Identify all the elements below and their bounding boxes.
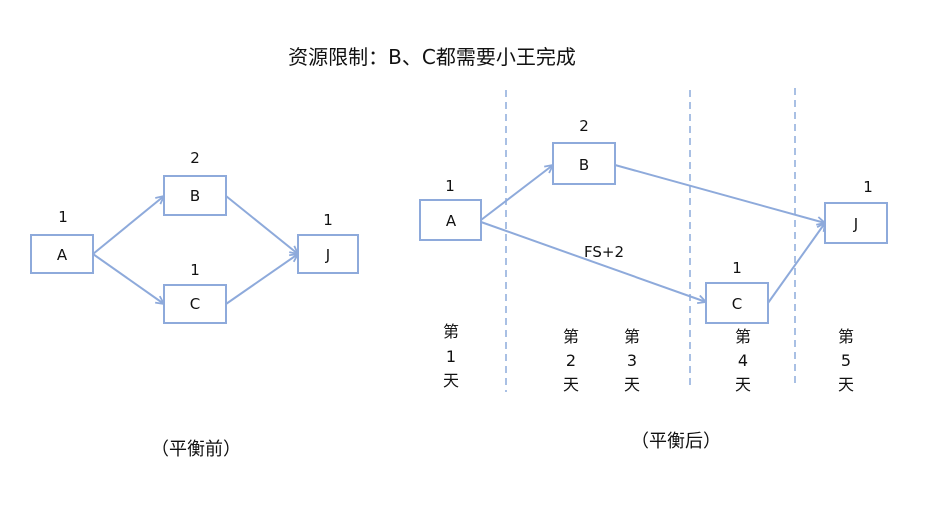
node-c: [705, 282, 769, 324]
edge-a-c: [92, 253, 164, 304]
node-b-duration: 2: [190, 149, 200, 167]
day-label-3: 第 3 天: [624, 327, 640, 394]
node-j-label: J: [325, 246, 330, 264]
node-a-duration: 1: [445, 177, 455, 195]
day-prefix: 第: [443, 322, 459, 341]
node-a-label: A: [57, 246, 68, 264]
edge-a-b: [92, 196, 164, 255]
day-number: 5: [841, 351, 851, 370]
node-c-label: C: [190, 295, 200, 313]
day-label-1: 第 1 天: [443, 322, 459, 390]
day-prefix: 第: [838, 327, 854, 346]
node-a: [419, 199, 482, 241]
after-caption: （平衡后）: [631, 431, 721, 452]
day-number: 2: [566, 351, 576, 370]
edge-c-j: [225, 254, 298, 305]
node-j-label: J: [853, 215, 858, 233]
node-b: [163, 175, 227, 216]
lag-label: FS+2: [584, 243, 624, 261]
before-caption: （平衡前）: [151, 439, 241, 460]
day-suffix: 天: [563, 375, 579, 394]
edge-c-j: [767, 223, 825, 304]
day-number: 1: [446, 347, 456, 366]
node-a-label: A: [446, 212, 457, 230]
diagram-title: 资源限制：B、C都需要小王完成: [288, 45, 576, 69]
day-suffix: 天: [624, 375, 640, 394]
edge-b-j: [614, 164, 825, 223]
node-b: [552, 142, 616, 185]
node-j: [297, 234, 359, 274]
node-c-duration: 1: [190, 261, 200, 279]
node-b-label: B: [190, 187, 200, 205]
day-label-4: 第 4 天: [735, 327, 751, 394]
day-prefix: 第: [563, 327, 579, 346]
day-suffix: 天: [735, 375, 751, 394]
node-j: [824, 202, 888, 244]
edge-a-b: [480, 165, 553, 221]
day-suffix: 天: [838, 375, 854, 394]
node-j-duration: 1: [863, 178, 873, 196]
node-b-duration: 2: [579, 117, 589, 135]
day-label-2: 第 2 天: [563, 327, 579, 394]
day-prefix: 第: [735, 327, 751, 346]
day-suffix: 天: [443, 371, 459, 390]
node-j-duration: 1: [323, 211, 333, 229]
node-b-label: B: [579, 156, 589, 174]
node-c: [163, 284, 227, 324]
edge-b-j: [225, 195, 298, 254]
day-number: 4: [738, 351, 748, 370]
node-c-duration: 1: [732, 259, 742, 277]
before-diagram: A 1 B 2 C 1 J 1 （平衡前）: [30, 149, 359, 460]
node-c-label: C: [732, 295, 742, 313]
node-a: [30, 234, 94, 274]
day-number: 3: [627, 351, 637, 370]
after-diagram: FS+2 A 1 B 2 C 1 J 1 第 1 天 第 2 天 第 3 天 第…: [419, 88, 888, 452]
day-prefix: 第: [624, 327, 640, 346]
node-a-duration: 1: [58, 208, 68, 226]
edge-a-c: [480, 221, 706, 302]
day-label-5: 第 5 天: [838, 327, 854, 394]
